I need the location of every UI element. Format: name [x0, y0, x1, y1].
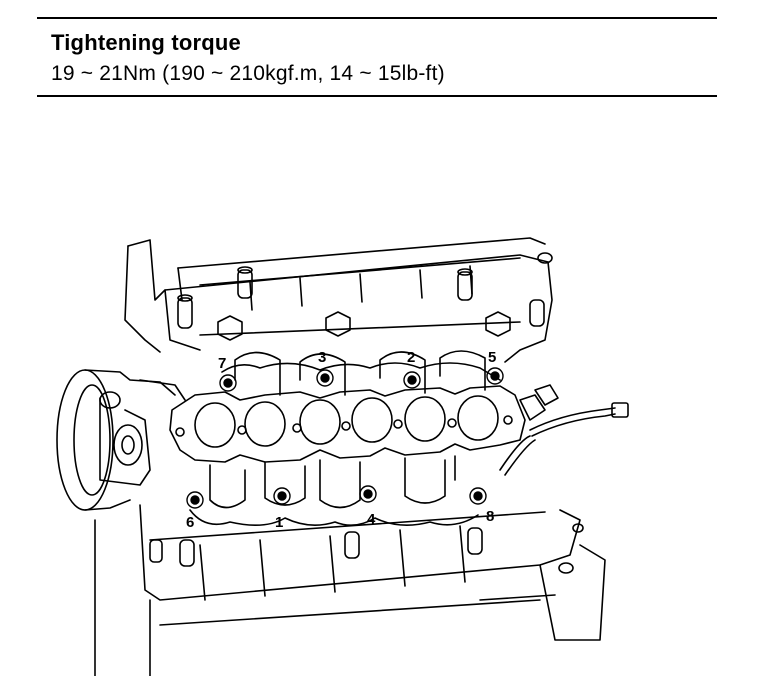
bolt-label-8: 8 — [486, 508, 494, 525]
cylinder-head — [124, 237, 553, 363]
cylinder-block — [94, 504, 606, 676]
torque-heading: Tightening torque — [51, 30, 241, 55]
bolt-label-2: 2 — [407, 349, 415, 366]
bolt-label-4: 4 — [367, 511, 376, 528]
torque-spec: 19 ~ 21Nm (190 ~ 210kgf.m, 14 ~ 15lb-ft) — [51, 62, 445, 85]
bolt-8 — [469, 487, 487, 505]
manifold-gasket — [169, 385, 526, 463]
bolt-label-3: 3 — [318, 349, 326, 366]
crank-pulley — [56, 369, 186, 511]
bolt-6 — [186, 491, 204, 509]
bolt-label-1: 1 — [275, 514, 283, 531]
bolt-label-7: 7 — [218, 355, 226, 372]
bolt-5 — [486, 367, 504, 385]
manifold-runners — [209, 350, 486, 509]
bolt-2 — [403, 371, 421, 389]
bolt-3 — [316, 369, 334, 387]
bolt-label-5: 5 — [488, 349, 496, 366]
top-rule — [37, 17, 717, 19]
bolt-label-6: 6 — [186, 514, 194, 531]
sensor-harness — [499, 384, 629, 476]
bottom-rule — [37, 95, 717, 97]
bolt-7 — [219, 374, 237, 392]
bolt-1 — [273, 487, 291, 505]
bolt-4 — [359, 485, 377, 503]
bolt-heads — [186, 367, 504, 509]
